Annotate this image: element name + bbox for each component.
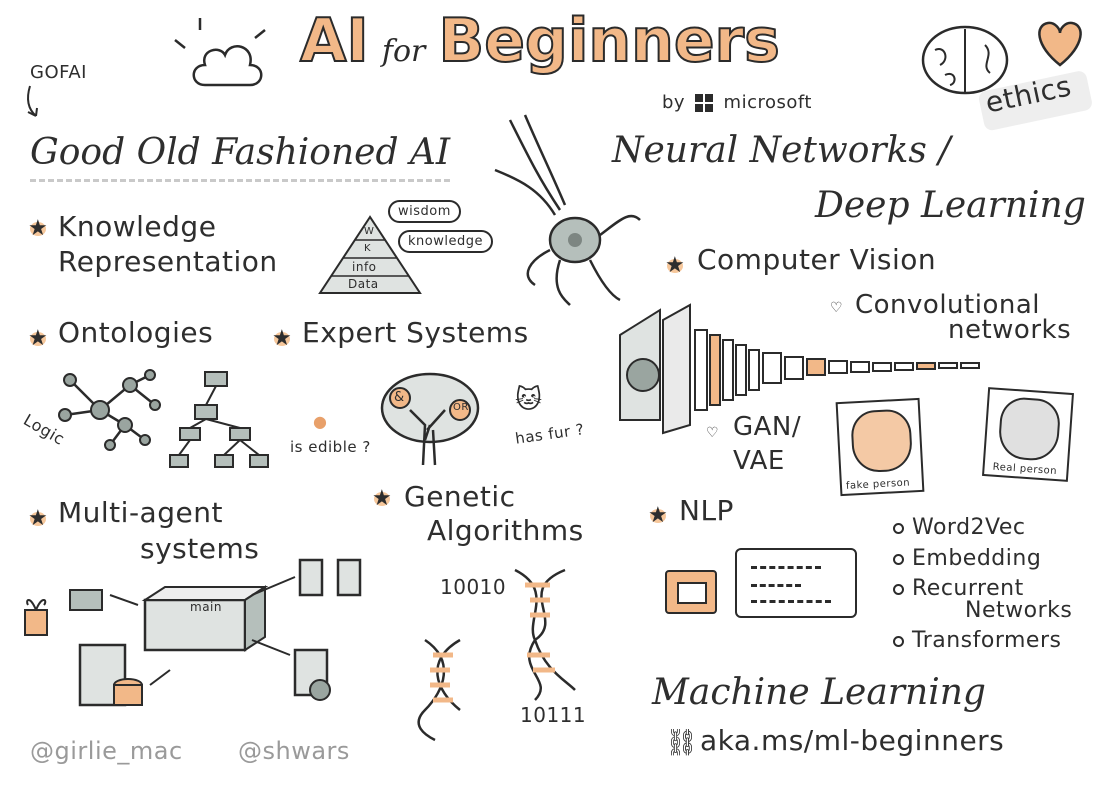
microsoft-logo-icon <box>695 94 714 112</box>
apple-icon: ● <box>313 412 328 431</box>
nlp-heading: NLP <box>679 494 734 527</box>
real-label: Real person <box>992 461 1058 478</box>
heart-bullet-icon: ♡ <box>706 425 720 441</box>
knowledge-line2: Representation <box>58 245 278 278</box>
nlp-item: Networks <box>965 598 1073 623</box>
star-icon: ★ <box>372 486 392 511</box>
byline-brand: microsoft <box>723 92 812 113</box>
title-ai: AI <box>299 5 370 77</box>
robot-icon <box>665 570 717 614</box>
gofai-tag: GOFAI <box>30 62 87 83</box>
pyramid-data: Data <box>348 277 379 291</box>
gan-line1: GAN/ <box>733 412 802 442</box>
tree-icon <box>380 372 480 466</box>
genetic-line1: Genetic <box>404 480 516 513</box>
real-portrait: Real person <box>982 387 1074 482</box>
multiagent-line1: Multi-agent <box>58 496 223 529</box>
pyramid-k: K <box>364 243 372 254</box>
multiagent-diagram <box>24 558 362 707</box>
cloud-brain-icon <box>174 18 266 87</box>
credit-shwars: @shwars <box>238 737 350 765</box>
face-icon <box>850 408 914 474</box>
main-server-label: main <box>190 600 222 614</box>
byline-by: by <box>662 92 686 113</box>
star-icon: ★ <box>28 506 48 531</box>
byline: by microsoft <box>662 92 812 113</box>
gan-line2: VAE <box>733 446 785 476</box>
pyramid-w: W <box>364 226 375 237</box>
star-icon: ★ <box>648 503 668 528</box>
fake-label: fake person <box>845 477 911 492</box>
gene-b: 10111 <box>520 703 587 727</box>
nn-heading-line1: Neural Networks / <box>612 130 951 171</box>
brain-icon <box>921 25 1009 95</box>
nlp-item: Transformers <box>893 628 1061 653</box>
star-icon: ★ <box>665 253 685 278</box>
fake-portrait: fake person <box>835 397 925 497</box>
credit-girlie-mac: @girlie_mac <box>30 737 183 765</box>
wisdom-bubble: wisdom <box>388 200 461 223</box>
edible-label: is edible ? <box>290 438 371 456</box>
nlp-item: Word2Vec <box>893 515 1026 540</box>
ontologies-heading: Ontologies <box>58 316 214 349</box>
heart-icon <box>1038 21 1082 67</box>
cnn-layers-diagram <box>619 303 980 435</box>
arrow-down-icon <box>27 85 38 117</box>
conv-line1: Convolutional <box>855 290 1040 320</box>
nn-heading-line2: Deep Learning <box>815 185 1086 226</box>
title: AI for Beginners <box>299 5 781 77</box>
cv-heading: Computer Vision <box>697 243 937 276</box>
pyramid-info: info <box>352 260 377 274</box>
heart-bullet-icon: ♡ <box>830 300 844 316</box>
link-icon: ⛓ <box>665 728 699 758</box>
gofai-heading: Good Old Fashioned AI <box>30 132 451 182</box>
genetic-line2: Algorithms <box>427 514 584 547</box>
title-beginners: Beginners <box>437 5 780 77</box>
star-icon: ★ <box>28 326 48 351</box>
expert-heading: Expert Systems <box>302 316 529 349</box>
or-node: OR <box>453 402 469 413</box>
star-icon: ★ <box>272 326 292 351</box>
neuron-icon <box>494 114 641 306</box>
ontology-graph <box>58 369 161 451</box>
cat-icon: 🐱 <box>515 385 543 415</box>
knowledge-line1: Knowledge <box>58 210 217 243</box>
knowledge-bubble: knowledge <box>398 230 493 253</box>
nlp-item: Recurrent <box>893 576 1024 601</box>
and-node: & <box>394 390 405 405</box>
conv-line2: networks <box>948 315 1072 345</box>
fur-label: has fur ? <box>514 420 586 448</box>
chat-bubble <box>735 548 857 618</box>
multiagent-line2: systems <box>140 532 260 565</box>
dikw-pyramid <box>318 215 422 294</box>
gene-a: 10010 <box>440 575 507 599</box>
nlp-item: Embedding <box>893 546 1041 571</box>
ml-heading: Machine Learning <box>652 672 986 713</box>
face-icon <box>997 396 1062 463</box>
title-for: for <box>381 34 426 69</box>
star-icon: ★ <box>28 216 48 241</box>
flowchart-diagram <box>169 371 269 468</box>
ml-link[interactable]: aka.ms/ml-beginners <box>700 724 1005 757</box>
dna-helix-icon <box>417 568 576 742</box>
